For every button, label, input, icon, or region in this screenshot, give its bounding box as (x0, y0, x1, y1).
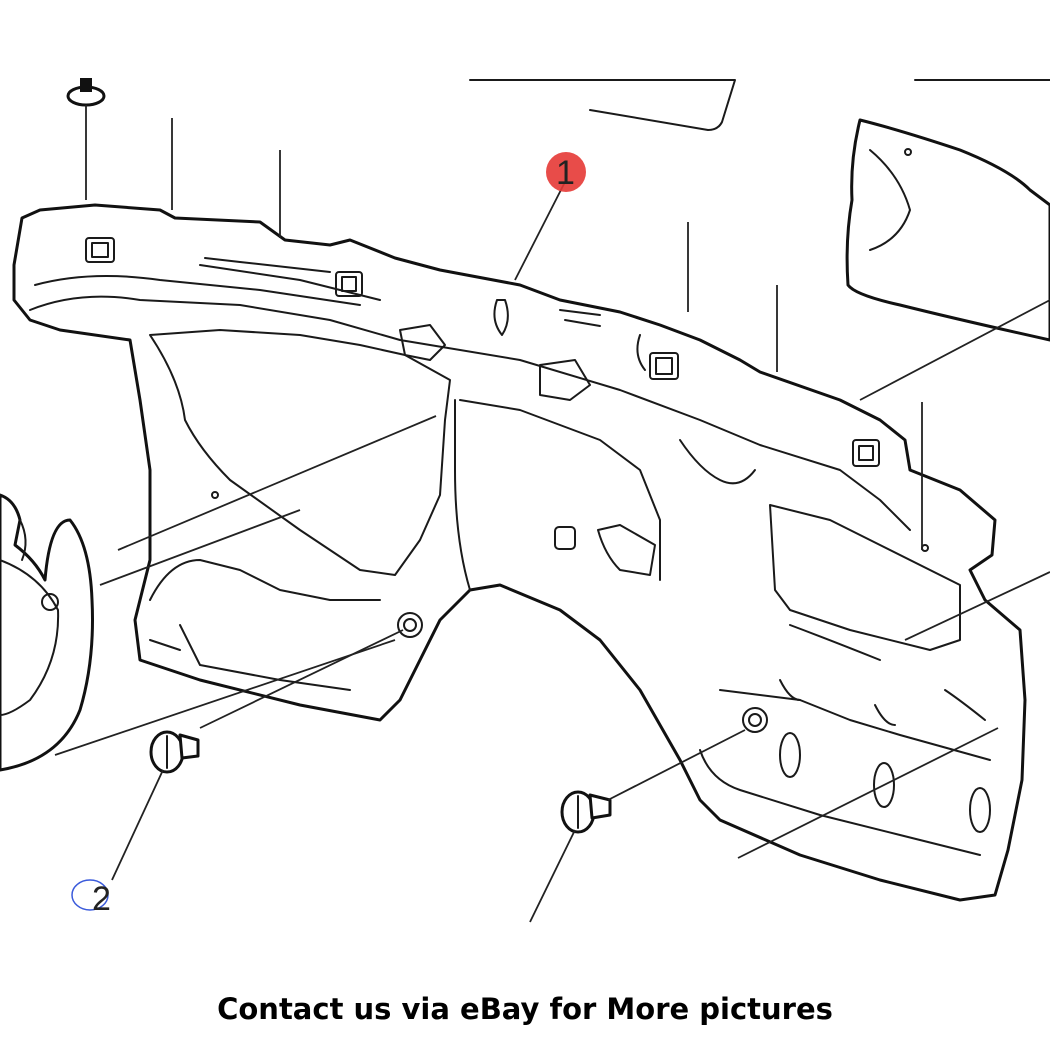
leader-lines (54, 118, 1050, 923)
callout-2-label: 2 (92, 880, 111, 918)
push-pin-right (560, 790, 612, 834)
callout-2: 2 (71, 879, 111, 918)
left-side-panel (0, 493, 94, 772)
callout-1-highlight (546, 152, 586, 192)
callout-1-label: 1 (556, 154, 575, 192)
main-insulation-panel (12, 203, 1027, 902)
callout-2-highlight (71, 879, 109, 911)
parts-diagram: 1 2 (0, 78, 1050, 923)
push-pin-left (149, 730, 200, 774)
callout-1: 1 (546, 152, 586, 192)
footer-caption: Contact us via eBay for More pictures (217, 992, 833, 1026)
screw-fastener (66, 78, 106, 200)
upper-panel-outline (469, 79, 1050, 131)
right-side-panel (845, 118, 1050, 342)
